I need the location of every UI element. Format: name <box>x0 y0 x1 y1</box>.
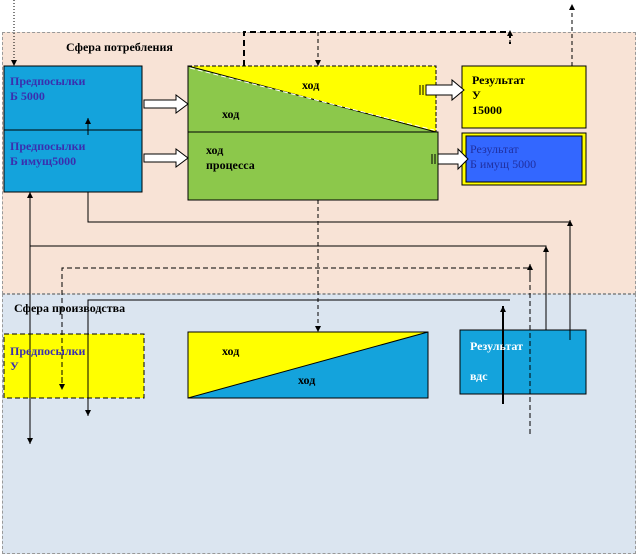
line-loop-right-to-left <box>29 245 547 440</box>
result-u-box <box>461 65 587 129</box>
block-arrow-3 <box>419 78 465 102</box>
process-top-lower-label: ход <box>222 107 240 121</box>
line-production-to-left <box>87 299 510 414</box>
production-sphere-title: Сфера производства <box>14 301 126 315</box>
dashed-loop-top <box>243 31 511 66</box>
process-bottom-upper-label: ход <box>222 344 240 358</box>
result-u-label: Результат У 15000 <box>472 73 526 117</box>
process-bottom-yellow-triangle <box>187 331 429 399</box>
line-prereq-to-right <box>87 192 571 340</box>
result-b-prop-label: Результат Б имущ 5000 <box>470 142 537 171</box>
block-arrow-1 <box>143 94 189 114</box>
result-b-prop-inner <box>465 135 583 183</box>
prereq-b-label: Предпосылки Б 5000 <box>10 74 86 103</box>
process-bottom-lower-label: ход <box>298 373 316 387</box>
prereq-b-box <box>3 65 143 131</box>
process-mid-box <box>187 131 439 201</box>
prereq-b-prop-label: Предпосылки Б имущ5000 <box>10 139 86 168</box>
process-top-upper-label: ход <box>302 78 320 92</box>
prereq-b-prop-box <box>3 129 143 193</box>
block-arrow-4 <box>431 147 469 171</box>
result-vds-box <box>459 329 587 395</box>
consumption-sphere-title: Сфера потребления <box>66 40 173 54</box>
prereq-u-label: Предпосылки У <box>10 344 86 373</box>
prereq-u-box <box>3 333 145 399</box>
process-mid-label: ход процесса <box>206 143 255 172</box>
dashed-loop-right-to-prereq-u <box>61 267 531 434</box>
result-vds-label: Результат вдс <box>470 339 524 383</box>
block-arrow-2 <box>143 148 189 168</box>
